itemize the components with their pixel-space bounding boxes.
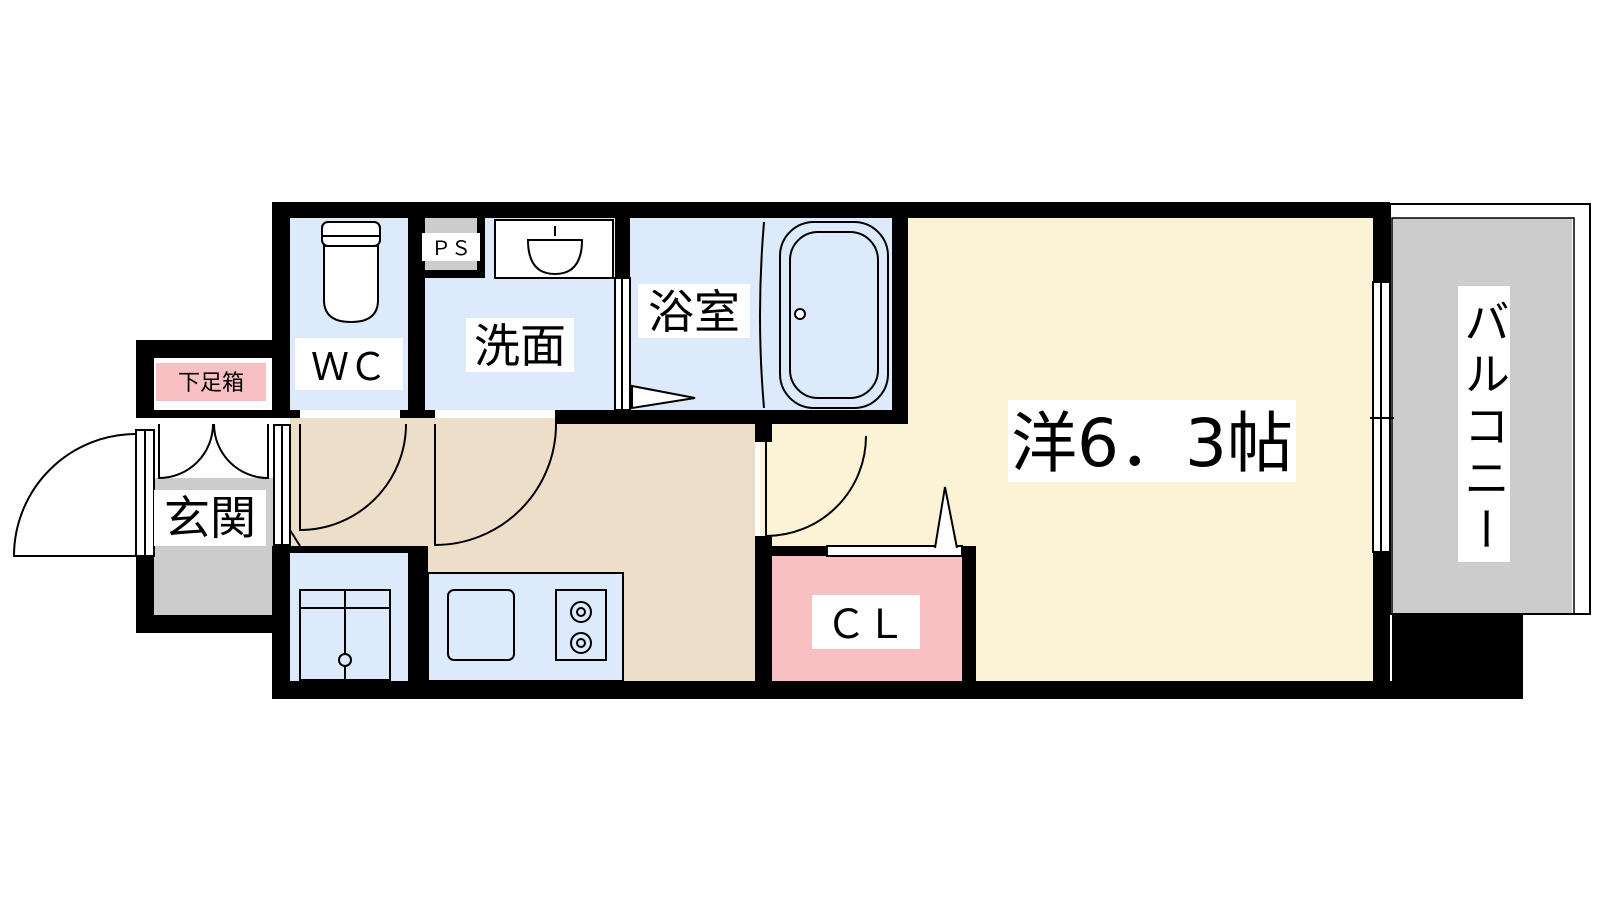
bathroom-sliding-door [614, 277, 631, 411]
wc-label: ＷＣ [311, 345, 387, 389]
kitchen-sink-icon [447, 589, 515, 661]
doors [12, 384, 958, 557]
washroom-label-bg [466, 318, 574, 372]
shoe-box-label: 下足箱 [178, 371, 244, 396]
ps-label-bg [422, 233, 480, 261]
wash-basin-icon [494, 219, 614, 279]
balcony-label: バルコニー [1457, 298, 1511, 558]
bathroom-label-bg [638, 284, 750, 338]
closet-label: ＣＬ [826, 602, 906, 648]
genkan-side-window [135, 424, 291, 557]
gas-stove-icon [555, 589, 607, 661]
washroom-label: 洗面 [474, 319, 566, 373]
balcony-label-bg [1458, 286, 1510, 562]
ps-label: ＰＳ [431, 236, 471, 260]
toilet-icon [321, 221, 381, 324]
walls [136, 202, 1523, 699]
closet-top-rail [826, 545, 963, 557]
washing-machine-pan-icon [299, 589, 391, 681]
balcony-inner-rail [1391, 217, 1575, 615]
hallway-area-east [760, 418, 890, 546]
wc-label-bg [295, 338, 403, 390]
balcony-window [1370, 281, 1394, 553]
western-room-label-bg [1008, 400, 1296, 482]
closet-label-bg [812, 595, 920, 649]
shoe-box-label-bg [156, 363, 266, 401]
genkan-label-bg [154, 490, 266, 546]
genkan-label: 玄関 [164, 491, 256, 545]
western-room-label: 洋6．3帖 [1011, 405, 1293, 482]
bathroom-label: 浴室 [648, 285, 740, 339]
bathtub-icon [759, 221, 889, 409]
